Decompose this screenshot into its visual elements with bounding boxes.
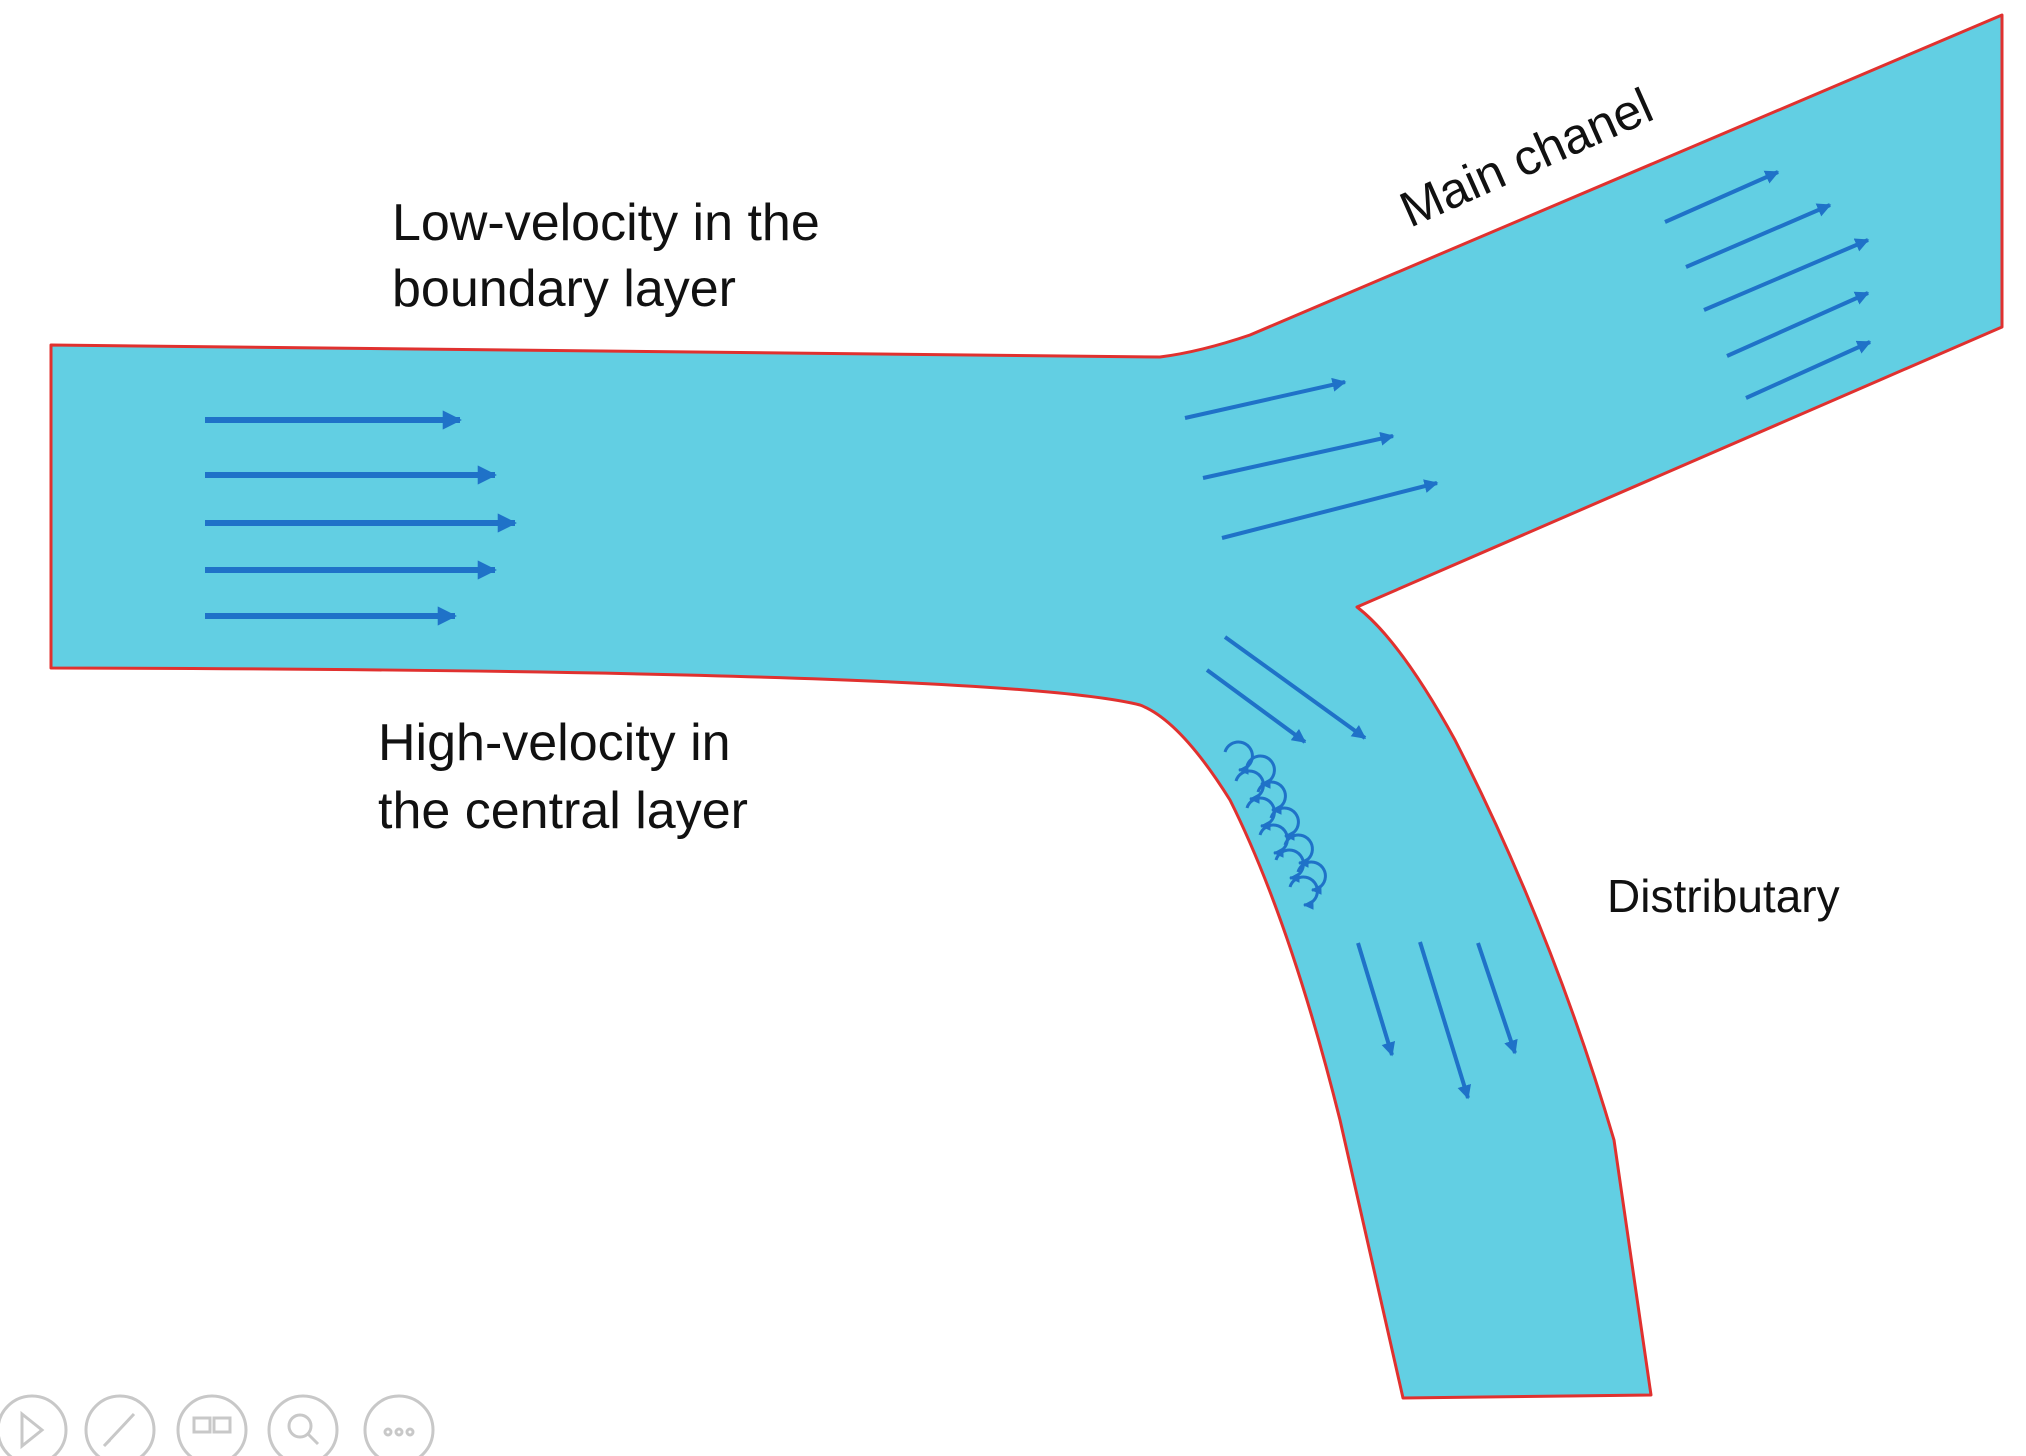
flow-arrow [1202,431,1395,480]
flow-arrow [1726,291,1870,358]
main-channel-arrows [1664,170,1872,400]
river-channel [49,13,2004,1400]
flow-arrow [1476,942,1518,1055]
eddy [1283,833,1314,868]
flow-arrow [1418,941,1471,1100]
junction-arrows [1184,377,1439,540]
low-velocity-label-line1: Low-velocity in the [392,194,820,252]
flow-arrow [1221,479,1439,540]
flow-arrow [1685,203,1832,269]
eddy [1223,740,1254,775]
eddy [1274,848,1305,883]
high-velocity-label-line2: the central layer [378,782,748,840]
eddy [1258,823,1289,858]
more-icon[interactable] [363,1394,435,1456]
inflow-arrows [205,410,517,626]
pen-icon[interactable] [84,1394,156,1456]
flow-arrow [1205,668,1307,744]
flow-arrow [1356,942,1396,1057]
distributary-label: Distributary [1607,870,1840,922]
high-velocity-label-line1: High-velocity in [378,714,731,772]
play-icon[interactable] [0,1394,68,1456]
eddy [1288,875,1319,910]
flow-arrow [1703,238,1870,312]
flow-arrow [1664,170,1780,224]
vortex-eddies [1223,740,1327,910]
distributary-arrows [1356,941,1518,1100]
distributary-entry-arrows [1205,635,1367,744]
eddy [1234,769,1265,804]
low-velocity-label-line2: boundary layer [392,260,736,318]
flow-arrow [1745,340,1872,400]
flow-arrow [1184,377,1347,420]
flow-arrow [1223,635,1367,740]
eddy [1296,860,1327,895]
eddy [1245,796,1276,831]
slide-controls [0,1394,435,1456]
zoom-icon[interactable] [267,1394,339,1456]
eddy [1269,806,1300,841]
slides-icon[interactable] [176,1394,248,1456]
